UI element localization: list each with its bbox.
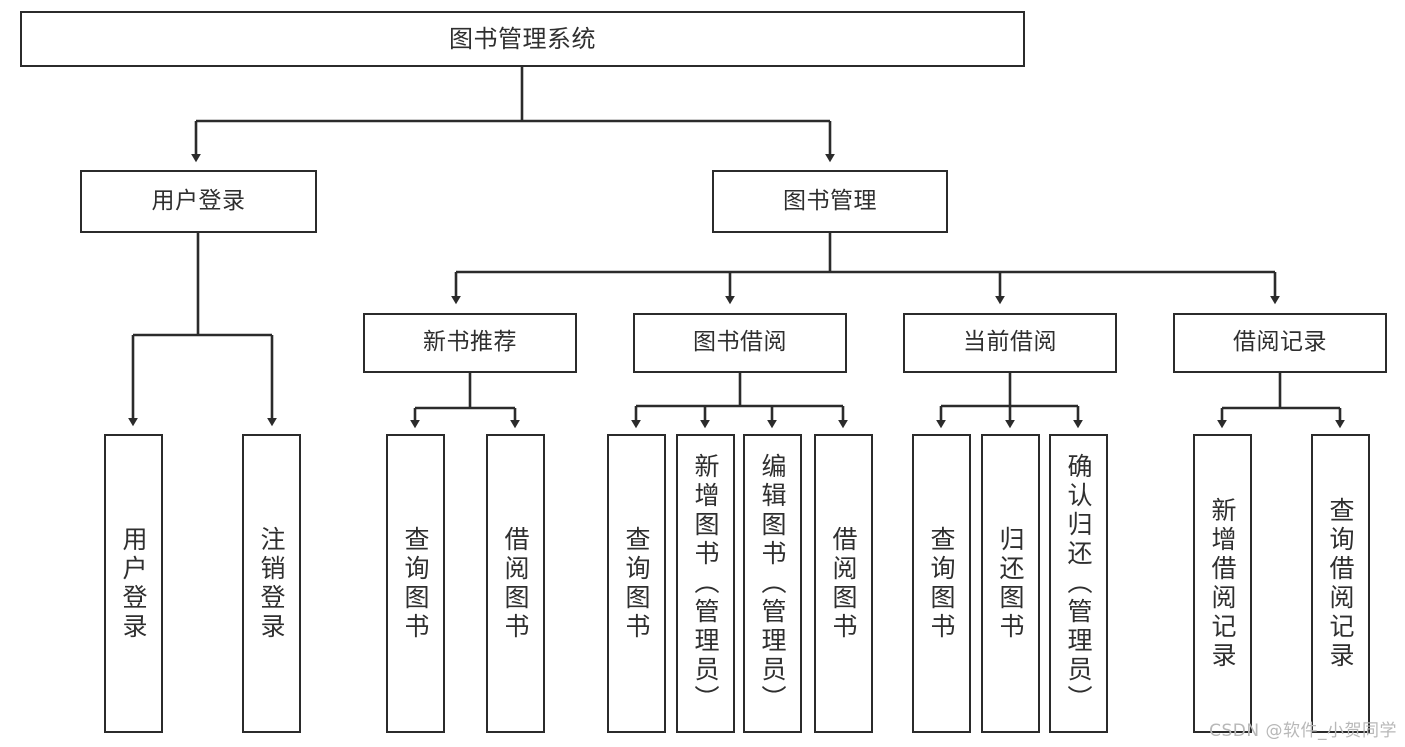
node-leaf-logout-label: 注销登录 <box>257 525 286 642</box>
node-leaf-borrow-book-1[interactable]: 借阅图书 <box>486 434 545 733</box>
node-leaf-query-book-1[interactable]: 查询图书 <box>386 434 445 733</box>
node-leaf-query-book-2-label: 查询图书 <box>622 525 651 642</box>
node-new-book-recommend-label: 新书推荐 <box>423 329 517 356</box>
node-leaf-add-record[interactable]: 新增借阅记录 <box>1193 434 1252 733</box>
node-user-login-label: 用户登录 <box>151 187 246 214</box>
node-leaf-edit-book-label: 编辑图书（管理员） <box>758 453 787 714</box>
node-leaf-borrow-book-1-label: 借阅图书 <box>501 525 530 642</box>
node-root[interactable]: 图书管理系统 <box>20 11 1025 67</box>
node-leaf-borrow-book-2[interactable]: 借阅图书 <box>814 434 873 733</box>
node-new-book-recommend[interactable]: 新书推荐 <box>363 313 577 373</box>
node-user-login[interactable]: 用户登录 <box>80 170 317 233</box>
node-book-manage[interactable]: 图书管理 <box>712 170 948 233</box>
node-book-manage-label: 图书管理 <box>783 187 877 214</box>
node-leaf-add-book[interactable]: 新增图书（管理员） <box>676 434 735 733</box>
node-leaf-add-book-label: 新增图书（管理员） <box>691 453 720 714</box>
node-root-label: 图书管理系统 <box>449 24 596 53</box>
node-leaf-return-book-label: 归还图书 <box>996 525 1025 642</box>
node-leaf-query-book-3-label: 查询图书 <box>927 525 956 642</box>
node-leaf-query-record-label: 查询借阅记录 <box>1326 496 1355 671</box>
csdn-watermark: CSDN @软件_小贺同学 <box>1209 721 1397 741</box>
node-leaf-edit-book[interactable]: 编辑图书（管理员） <box>743 434 802 733</box>
node-book-borrow-label: 图书借阅 <box>693 329 787 356</box>
node-leaf-query-book-1-label: 查询图书 <box>401 525 430 642</box>
node-leaf-query-book-3[interactable]: 查询图书 <box>912 434 971 733</box>
node-leaf-confirm-return[interactable]: 确认归还（管理员） <box>1049 434 1108 733</box>
node-borrow-record-label: 借阅记录 <box>1233 329 1327 356</box>
node-leaf-add-record-label: 新增借阅记录 <box>1208 496 1237 671</box>
node-book-borrow[interactable]: 图书借阅 <box>633 313 847 373</box>
node-leaf-user-login[interactable]: 用户登录 <box>104 434 163 733</box>
node-leaf-logout[interactable]: 注销登录 <box>242 434 301 733</box>
node-leaf-user-login-label: 用户登录 <box>119 525 148 642</box>
node-borrow-record[interactable]: 借阅记录 <box>1173 313 1387 373</box>
node-leaf-return-book[interactable]: 归还图书 <box>981 434 1040 733</box>
node-leaf-query-book-2[interactable]: 查询图书 <box>607 434 666 733</box>
node-leaf-query-record[interactable]: 查询借阅记录 <box>1311 434 1370 733</box>
node-current-borrow-label: 当前借阅 <box>963 329 1057 356</box>
node-current-borrow[interactable]: 当前借阅 <box>903 313 1117 373</box>
node-leaf-confirm-return-label: 确认归还（管理员） <box>1064 453 1093 714</box>
node-leaf-borrow-book-2-label: 借阅图书 <box>829 525 858 642</box>
